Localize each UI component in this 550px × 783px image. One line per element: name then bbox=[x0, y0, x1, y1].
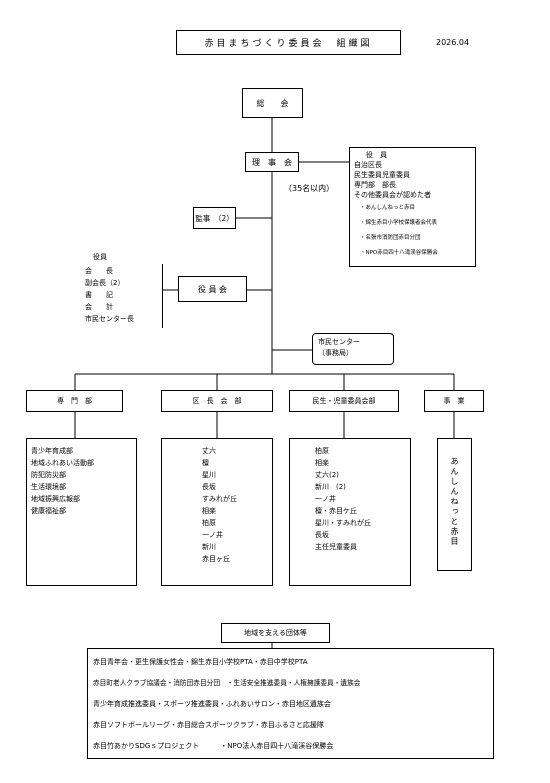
officer-item: 書 記 bbox=[85, 291, 113, 299]
member-item: 長坂 bbox=[202, 483, 216, 491]
officers-list: 会 長 副会長（2） 書 記 会 計 市民センター長 bbox=[82, 264, 163, 328]
member-item: 柏原 bbox=[202, 519, 216, 527]
member-item: 主任児童委員 bbox=[315, 543, 357, 551]
board-member-sub-item: ・あんしんねっと赤目 bbox=[360, 205, 416, 211]
officers-board-box: 役 員 会 bbox=[178, 276, 247, 302]
board-capacity-note: （35名以内） bbox=[284, 184, 335, 193]
board-members-heading: 役 員 bbox=[366, 151, 387, 159]
division-business-members: あんしんねっと赤目 bbox=[437, 438, 472, 571]
board-label: 理 事 会 bbox=[252, 157, 292, 167]
member-item: 地域ふれあい活動部 bbox=[31, 459, 94, 467]
officers-heading: 役員 bbox=[93, 253, 107, 261]
citizen-center-sub: （事務局） bbox=[318, 349, 353, 357]
member-item: 青少年育成部 bbox=[31, 447, 73, 455]
member-item: 丈六(2) bbox=[315, 471, 339, 479]
member-item: 柏原 bbox=[315, 447, 329, 455]
division-welfare-members: 柏原 相楽 丈六(2) 新川 (2) 一ノ井 檀・赤目ケ丘 星川・すみれが丘 長… bbox=[289, 438, 411, 586]
member-item: 防犯防災部 bbox=[31, 471, 66, 479]
support-heading: 地域を支える団体等 bbox=[244, 629, 307, 637]
board-member-item: 専門部 部長 bbox=[354, 181, 396, 189]
member-item: 檀 bbox=[202, 459, 209, 467]
member-item: 新川 bbox=[202, 543, 216, 551]
board-member-item: 自治区長 bbox=[354, 161, 382, 169]
support-line: 青少年育成推進委員・スポーツ推進委員・ふれあいサロン・赤目地区遺族会 bbox=[93, 700, 331, 708]
board-box: 理 事 会 bbox=[245, 152, 299, 172]
division-ward-header: 区 長 会 部 bbox=[161, 390, 273, 412]
member-item: 星川・すみれが丘 bbox=[315, 519, 371, 527]
officer-item: 副会長（2） bbox=[85, 279, 125, 287]
citizen-center-box: 市民センター （事務局） bbox=[312, 333, 394, 365]
member-item: 一ノ井 bbox=[202, 531, 223, 539]
member-item: 相楽 bbox=[315, 459, 329, 467]
member-item: 健康福祉部 bbox=[31, 507, 66, 515]
officers-board-label: 役 員 会 bbox=[197, 284, 228, 294]
revision-date: 2026.04 bbox=[436, 38, 470, 47]
support-line: 赤目竹あかりSDGｓプロジェクト ・NPO法人赤目四十八滝渓谷保勝会 bbox=[93, 742, 334, 750]
division-name: 専 門 部 bbox=[57, 397, 92, 405]
page-title-text: 赤目まちづくり委員会 組織図 bbox=[204, 39, 373, 49]
support-heading-box: 地域を支える団体等 bbox=[221, 623, 330, 643]
division-name: 区 長 会 部 bbox=[192, 397, 242, 405]
division-name: 事 業 bbox=[443, 397, 465, 405]
member-item: 生活環境部 bbox=[31, 483, 66, 491]
division-welfare-header: 民生・児童委員会部 bbox=[289, 390, 399, 412]
member-item: 丈六 bbox=[202, 447, 216, 455]
member-item: 長坂 bbox=[315, 531, 329, 539]
officer-item: 会 長 bbox=[85, 267, 113, 275]
division-specialist-header: 専 門 部 bbox=[26, 390, 123, 412]
officer-item: 市民センター長 bbox=[85, 315, 134, 323]
support-organizations-box: 赤目青年会・更生保護女性会・錦生赤目小学校PTA・赤目中学校PTA 赤目町老人ク… bbox=[87, 648, 494, 759]
division-business-header: 事 業 bbox=[424, 390, 484, 412]
division-ward-members: 丈六 檀 星川 長坂 すみれが丘 相楽 柏原 一ノ井 新川 赤目ヶ丘 bbox=[161, 438, 273, 586]
member-item: 地域振興広報部 bbox=[31, 495, 80, 503]
member-item: 檀・赤目ケ丘 bbox=[315, 507, 357, 515]
member-item: 赤目ヶ丘 bbox=[202, 555, 230, 563]
board-member-sub-item: ・名張市消防団赤目分団 bbox=[360, 235, 421, 241]
board-member-item: その他委員会が認めた者 bbox=[354, 191, 431, 199]
support-line: 赤目ソフトボールリーグ・赤目総合スポーツクラブ・赤目ふるさと応援隊 bbox=[93, 721, 324, 729]
member-item: 一ノ井 bbox=[315, 495, 336, 503]
member-item: あんしんねっと赤目 bbox=[450, 457, 459, 547]
division-specialist-members: 青少年育成部 地域ふれあい活動部 防犯防災部 生活環境部 地域振興広報部 健康福… bbox=[26, 438, 137, 586]
board-member-item: 民生委員児童委員 bbox=[354, 171, 410, 179]
board-members-box: 役 員 自治区長 民生委員児童委員 専門部 部長 その他委員会が認めた者 ・あん… bbox=[349, 147, 476, 267]
member-item: すみれが丘 bbox=[202, 495, 237, 503]
auditor-box: 監事 （2） bbox=[193, 207, 236, 229]
general-assembly-box: 総 会 bbox=[242, 88, 303, 118]
auditor-label: 監事 （2） bbox=[195, 213, 234, 223]
board-member-sub-item: ・NPO赤目四十八滝渓谷保勝会 bbox=[360, 250, 438, 256]
member-item: 新川 (2) bbox=[315, 483, 346, 491]
page-title: 赤目まちづくり委員会 組織図 bbox=[176, 30, 401, 55]
officer-item: 会 計 bbox=[85, 303, 113, 311]
general-assembly-label: 総 会 bbox=[256, 98, 289, 108]
division-name: 民生・児童委員会部 bbox=[312, 397, 376, 405]
board-member-sub-item: ・錦生赤目小学校保護者会代表 bbox=[360, 220, 438, 226]
support-line: 赤目町老人クラブ協議会・消防団赤目分団 ・生活安全推進委員・人権擁護委員・遺族会 bbox=[93, 679, 361, 687]
member-item: 星川 bbox=[202, 471, 216, 479]
support-line: 赤目青年会・更生保護女性会・錦生赤目小学校PTA・赤目中学校PTA bbox=[93, 658, 308, 666]
citizen-center-label: 市民センター bbox=[318, 338, 360, 346]
member-item: 相楽 bbox=[202, 507, 216, 515]
